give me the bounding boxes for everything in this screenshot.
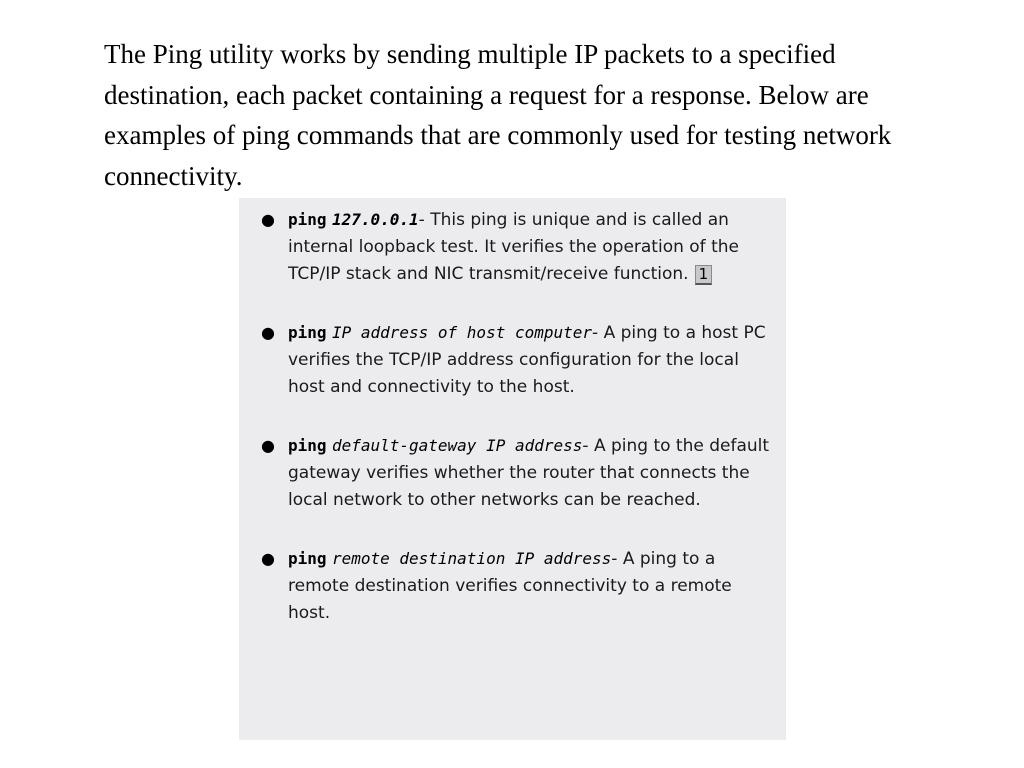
command-argument: remote destination IP address bbox=[331, 549, 612, 568]
bullet-icon: ● bbox=[261, 549, 275, 568]
command-separator: - bbox=[418, 210, 425, 230]
ping-commands-list: ● ping 127.0.0.1- This ping is unique an… bbox=[261, 206, 774, 627]
command-description: A ping to a host PC verifies the TCP/IP … bbox=[288, 323, 766, 397]
list-item-default-gateway: ● ping default-gateway IP address- A pin… bbox=[261, 432, 774, 514]
command-argument: default-gateway IP address bbox=[331, 436, 583, 455]
intro-paragraph: The Ping utility works by sending multip… bbox=[104, 39, 892, 191]
command-argument: IP address of host computer bbox=[331, 323, 593, 342]
footnote-reference-button[interactable]: 1 bbox=[694, 265, 713, 285]
list-item-remote-destination: ● ping remote destination IP address- A … bbox=[261, 545, 774, 627]
bullet-icon: ● bbox=[261, 436, 275, 455]
command-argument: 127.0.0.1 bbox=[331, 210, 419, 229]
command-keyword: ping bbox=[288, 323, 327, 342]
bullet-icon: ● bbox=[261, 210, 275, 229]
command-separator: - bbox=[611, 549, 618, 569]
command-description: A ping to a remote destination verifies … bbox=[288, 549, 732, 623]
command-keyword: ping bbox=[288, 436, 327, 455]
command-description: This ping is unique and is called an int… bbox=[288, 210, 739, 284]
list-item-host-computer: ● ping IP address of host computer- A pi… bbox=[261, 319, 774, 401]
command-description: A ping to the default gateway verifies w… bbox=[288, 436, 770, 510]
command-keyword: ping bbox=[288, 549, 327, 568]
list-item-loopback: ● ping 127.0.0.1- This ping is unique an… bbox=[261, 206, 774, 288]
command-keyword: ping bbox=[288, 210, 327, 229]
bullet-icon: ● bbox=[261, 323, 275, 342]
command-separator: - bbox=[582, 436, 589, 456]
ping-commands-panel: ● ping 127.0.0.1- This ping is unique an… bbox=[239, 198, 786, 740]
command-separator: - bbox=[592, 323, 599, 343]
